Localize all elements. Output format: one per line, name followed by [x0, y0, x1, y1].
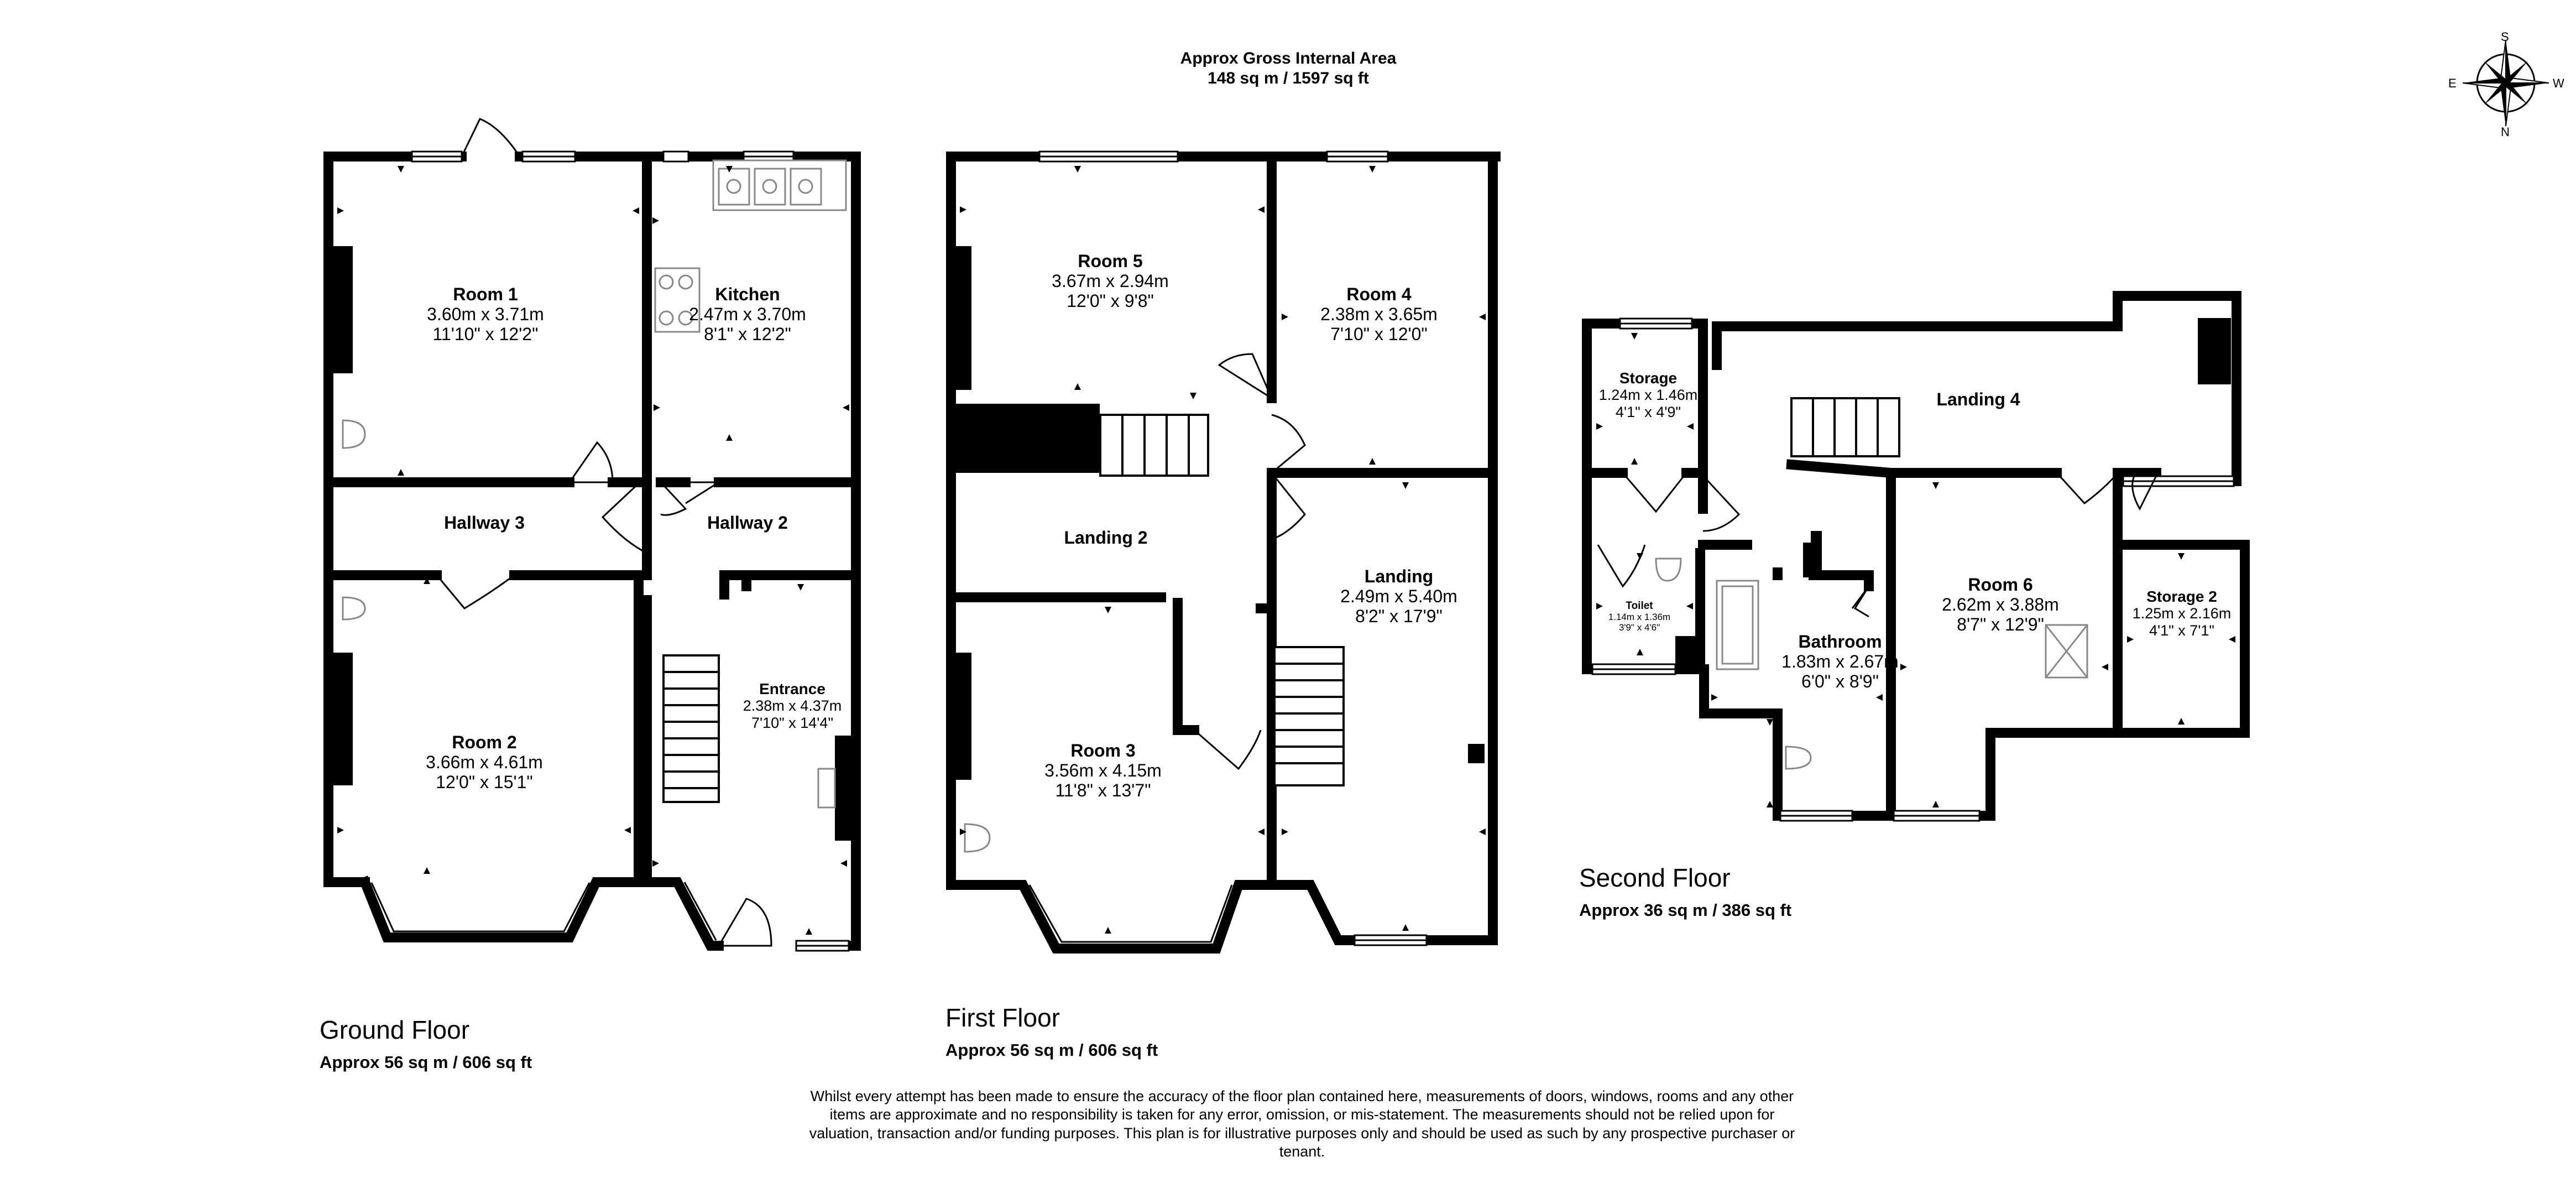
- ground-floor-walls: [323, 152, 861, 951]
- compass-label-n: N: [2501, 125, 2510, 139]
- measure-arrows: [337, 166, 2235, 935]
- floor-name: First Floor: [945, 1003, 1060, 1032]
- floor-area: Approx 56 sq m / 606 sq ft: [945, 1040, 1158, 1060]
- bay-windows: [364, 882, 1240, 950]
- gross-area-title: Approx Gross Internal Area: [1180, 49, 1397, 67]
- compass-label-e: E: [2448, 76, 2457, 90]
- first-floor-walls: [946, 152, 1501, 953]
- floor-name: Ground Floor: [320, 1015, 470, 1044]
- windows: [411, 150, 2235, 952]
- floor-caption-ground: Ground Floor Approx 56 sq m / 606 sq ft: [320, 1015, 532, 1072]
- room-label-hallway3: Hallway 3: [444, 513, 525, 533]
- chimney-breasts: [333, 246, 2231, 841]
- compass-label-s: S: [2501, 30, 2509, 44]
- room-label-landing4: Landing 4: [1936, 389, 2020, 409]
- compass-label-w: W: [2553, 76, 2564, 90]
- disclaimer-text: Whilst every attempt has been made to en…: [809, 1088, 1795, 1160]
- gross-area-value: 148 sq m / 1597 sq ft: [1208, 69, 1369, 87]
- fixtures: [342, 159, 2088, 853]
- floor-caption-second: Second Floor Approx 36 sq m / 386 sq ft: [1579, 863, 1791, 920]
- stairs: [662, 397, 1900, 803]
- floor-area: Approx 36 sq m / 386 sq ft: [1579, 900, 1792, 920]
- room-label-hallway2: Hallway 2: [707, 513, 788, 533]
- floor-name: Second Floor: [1579, 863, 1731, 892]
- room-label-landing2: Landing 2: [1064, 528, 1148, 548]
- compass-rose: [2462, 39, 2549, 127]
- door-swings: [436, 118, 2157, 947]
- gross-area-header: Approx Gross Internal Area 148 sq m / 15…: [1180, 49, 1397, 88]
- floor-caption-first: First Floor Approx 56 sq m / 606 sq ft: [945, 1003, 1158, 1060]
- floor-area: Approx 56 sq m / 606 sq ft: [320, 1052, 532, 1072]
